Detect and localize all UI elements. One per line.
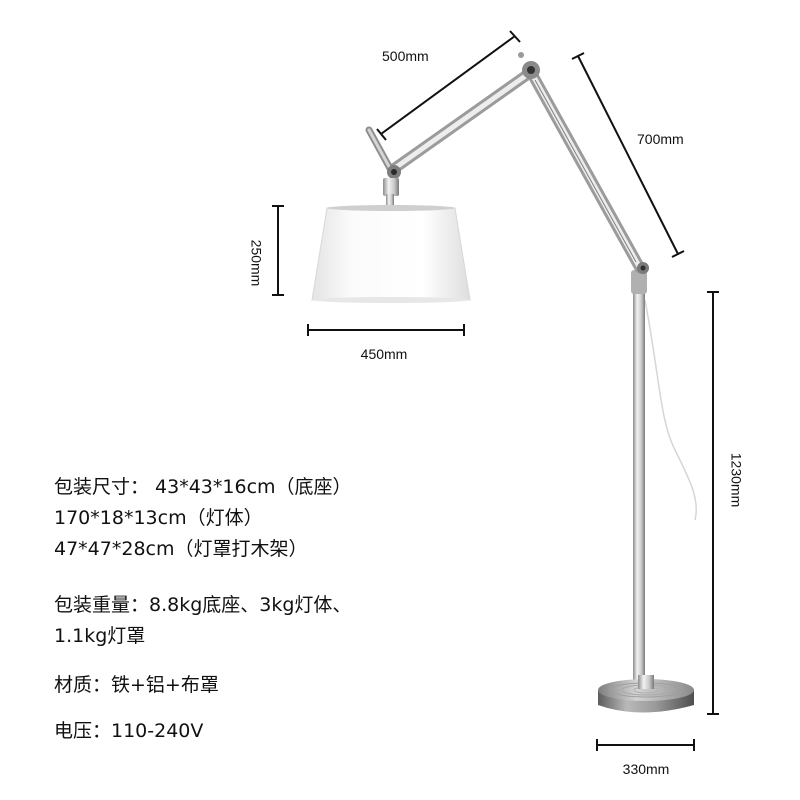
spec-package-weight: 包装重量：8.8kg底座、3kg灯体、 1.1kg灯罩 [54, 590, 351, 652]
lamp-shade-stem [386, 194, 394, 208]
spec-material: 材质：铁+铝+布罩 [54, 670, 219, 701]
dimension-label-arm-lower: 700mm [637, 131, 684, 147]
lamp-shade [311, 205, 471, 303]
spec-package-size: 包装尺寸： 43*43*16cm（底座） 170*18*13cm（灯体） 47*… [54, 472, 352, 565]
spec-package-size-line: 包装尺寸： 43*43*16cm（底座） [54, 476, 352, 498]
lamp-lower-arm [525, 66, 646, 274]
dimension-label-shade-width: 450mm [361, 346, 408, 362]
power-cord [644, 299, 697, 521]
dimension-line-shade-height [272, 205, 284, 296]
dimension-line-base-width [596, 739, 695, 751]
spec-package-weight-line: 1.1kg灯罩 [54, 625, 146, 647]
lamp-upper-arm [389, 66, 537, 174]
dimension-line-pole-height [707, 291, 719, 715]
spec-package-weight-line: 包装重量：8.8kg底座、3kg灯体、 [54, 594, 352, 616]
lamp-joints [383, 52, 649, 274]
lamp-base [598, 675, 694, 713]
spec-package-size-line: 47*47*28cm（灯罩打木架） [54, 538, 308, 560]
dimension-line-shade-width [307, 324, 465, 336]
lamp-pole [631, 270, 647, 685]
dimension-line-arm-upper [376, 30, 521, 141]
dimension-label-base-width: 330mm [623, 761, 670, 777]
dimension-label-arm-upper: 500mm [382, 48, 429, 64]
lamp-handle [365, 126, 396, 176]
spec-voltage-text: 电压：110-240V [54, 720, 204, 742]
dimension-label-pole-height: 1230mm [728, 453, 744, 507]
spec-material-text: 材质：铁+铝+布罩 [54, 674, 219, 696]
spec-package-size-line: 170*18*13cm（灯体） [54, 507, 263, 529]
dimension-line-arm-lower [571, 52, 685, 258]
dimension-label-shade-height: 250mm [248, 240, 264, 287]
spec-voltage: 电压：110-240V [54, 716, 203, 747]
